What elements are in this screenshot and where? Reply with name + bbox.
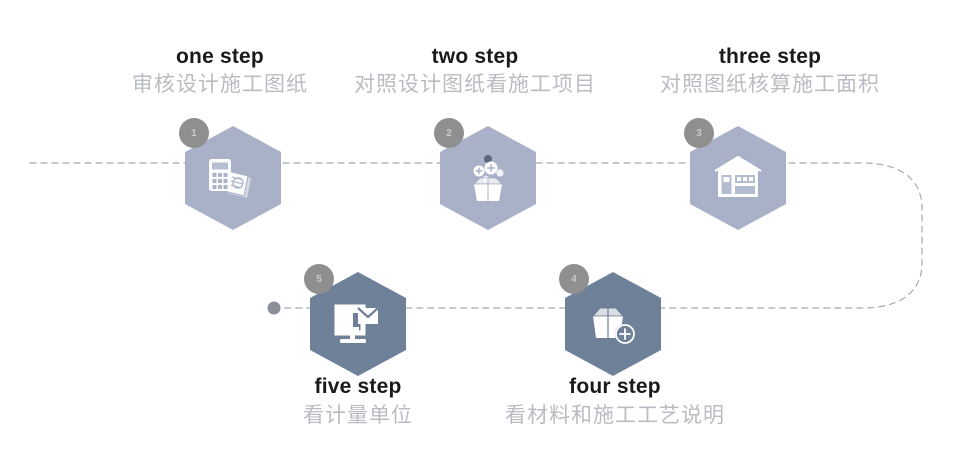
step-badge-1: 1 <box>179 118 209 148</box>
step-subtitle-4: 看材料和施工工艺说明 <box>505 404 725 427</box>
step-title-4: four step <box>569 375 661 398</box>
step-badge-label-5: 5 <box>316 273 322 285</box>
step-badge-3: 3 <box>684 118 714 148</box>
step-subtitle-3: 对照图纸核算施工面积 <box>660 73 880 96</box>
step-badge-2: 2 <box>434 118 464 148</box>
step-caption-5: five step 看计量单位 <box>248 374 468 431</box>
open-box-plus-bubbles-icon <box>440 126 536 230</box>
step-caption-2: two step 对照设计图纸看施工项目 <box>320 44 630 100</box>
calculator-documents-icon <box>185 126 281 230</box>
step-caption-1: one step 审核设计施工图纸 <box>50 44 390 100</box>
step-node-1[interactable]: 1 <box>179 118 281 230</box>
step-badge-5: 5 <box>304 264 334 294</box>
step-title-1: one step <box>176 45 264 68</box>
step-subtitle-5: 看计量单位 <box>303 404 413 427</box>
step-node-4[interactable]: 4 <box>559 264 661 376</box>
step-node-3[interactable]: 3 <box>684 118 786 230</box>
step-node-2[interactable]: 2 <box>434 118 536 230</box>
step-caption-4: four step 看材料和施工工艺说明 <box>465 374 765 431</box>
step-badge-label-1: 1 <box>191 127 197 139</box>
step-node-5[interactable]: 5 <box>304 264 406 376</box>
step-subtitle-1: 审核设计施工图纸 <box>132 73 308 96</box>
step-title-3: three step <box>718 45 822 68</box>
step-badge-label-4: 4 <box>571 273 577 285</box>
step-badge-label-3: 3 <box>696 127 702 139</box>
step-badge-label-2: 2 <box>446 127 452 139</box>
step-title-5: five step <box>314 375 402 398</box>
step-subtitle-2: 对照设计图纸看施工项目 <box>354 73 596 96</box>
step-title-2: two step <box>431 45 519 68</box>
step-badge-4: 4 <box>559 264 589 294</box>
house-storefront-icon <box>690 126 786 230</box>
step-caption-3: three step 对照图纸核算施工面积 <box>620 44 920 100</box>
open-box-add-icon <box>565 272 661 376</box>
monitor-envelope-icon <box>310 272 406 376</box>
